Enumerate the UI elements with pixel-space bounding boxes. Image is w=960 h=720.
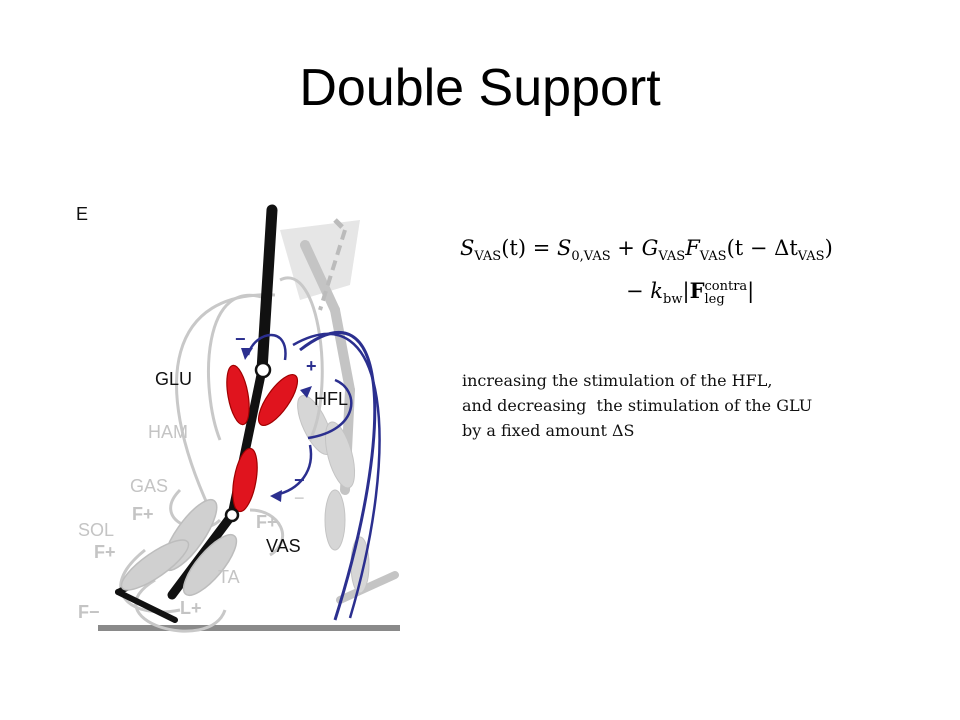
vas-muscle bbox=[232, 447, 258, 513]
eq-plus: + bbox=[617, 236, 635, 260]
eq-g: G bbox=[641, 236, 659, 260]
eq-g-sub: VAS bbox=[658, 249, 686, 265]
eq-close: ) bbox=[824, 236, 833, 260]
ham-label: HAM bbox=[148, 422, 188, 442]
eq2-minus: − bbox=[626, 279, 644, 303]
leg-diagram: E GLU HFL HAM GAS SOL VAS TA F+ F+ F+ F−… bbox=[76, 204, 400, 633]
glu-muscle bbox=[226, 364, 250, 426]
vas-label: VAS bbox=[266, 536, 301, 556]
description-line-2a: and decreasing bbox=[462, 396, 587, 415]
arrow-heads bbox=[241, 348, 312, 502]
slide-title: Double Support bbox=[299, 59, 661, 117]
hfl-label: HFL bbox=[314, 389, 348, 409]
description-line-2: and decreasing the stimulation of the GL… bbox=[462, 393, 812, 418]
eq2-k-sub: bw bbox=[663, 292, 683, 308]
description-line-3: by a fixed amount ΔS bbox=[462, 421, 635, 440]
equation-line-1: SVAS(t) = S0,VAS + GVASFVAS(t − ΔtVAS) bbox=[460, 236, 833, 264]
active-muscles bbox=[226, 364, 299, 513]
vas-minus-sign: − bbox=[294, 470, 305, 490]
description-line-2b: the stimulation of the GLU bbox=[596, 396, 813, 415]
l-plus-label: L+ bbox=[180, 598, 202, 618]
f-plus-sol-label: F+ bbox=[94, 542, 116, 562]
eq2-bar-open: | bbox=[682, 279, 690, 303]
eq-lhs-sub: VAS bbox=[474, 249, 502, 265]
eq2-k: k bbox=[650, 279, 664, 303]
knee-joint bbox=[224, 507, 240, 523]
glu-label: GLU bbox=[155, 369, 192, 389]
eq-f-sub: VAS bbox=[699, 249, 727, 265]
vas-minus-sign-gray: − bbox=[294, 488, 305, 508]
eq-equals: = bbox=[532, 236, 551, 260]
sol-label: SOL bbox=[78, 520, 114, 540]
f-plus-gas-label: F+ bbox=[132, 504, 154, 524]
eq-lhs: S bbox=[460, 236, 475, 260]
eq-delay-sub: VAS bbox=[797, 249, 825, 265]
eq-s0-sub: 0,VAS bbox=[571, 249, 611, 265]
eq-s0: S bbox=[557, 236, 572, 260]
glu-minus-sign: − bbox=[235, 329, 246, 349]
description-text: increasing the stimulation of the HFL, a… bbox=[462, 368, 812, 443]
eq-delay: (t − Δt bbox=[726, 236, 798, 260]
eq2-f-sub: leg bbox=[704, 291, 725, 307]
f-minus-label: F− bbox=[78, 602, 100, 622]
eq2-f-sup: contra bbox=[704, 278, 748, 294]
ta-label: TA bbox=[218, 567, 240, 587]
hfl-plus-sign: + bbox=[306, 356, 317, 376]
eq-f: F bbox=[685, 236, 700, 260]
panel-label: E bbox=[76, 204, 88, 224]
eq2-bar-close: | bbox=[747, 279, 755, 303]
eq-arg: (t) bbox=[501, 236, 527, 260]
contralateral-leg bbox=[280, 218, 399, 604]
f-plus-vas-label: F+ bbox=[256, 512, 278, 532]
hfl-muscle bbox=[257, 374, 299, 426]
double-support-figure: E GLU HFL HAM GAS SOL VAS TA F+ F+ F+ F−… bbox=[60, 190, 420, 650]
eq2-f: F bbox=[689, 278, 705, 303]
gas-label: GAS bbox=[130, 476, 168, 496]
description-line-1: increasing the stimulation of the HFL, bbox=[462, 371, 773, 390]
hip-joint bbox=[254, 361, 272, 379]
inactive-muscles bbox=[120, 498, 238, 597]
